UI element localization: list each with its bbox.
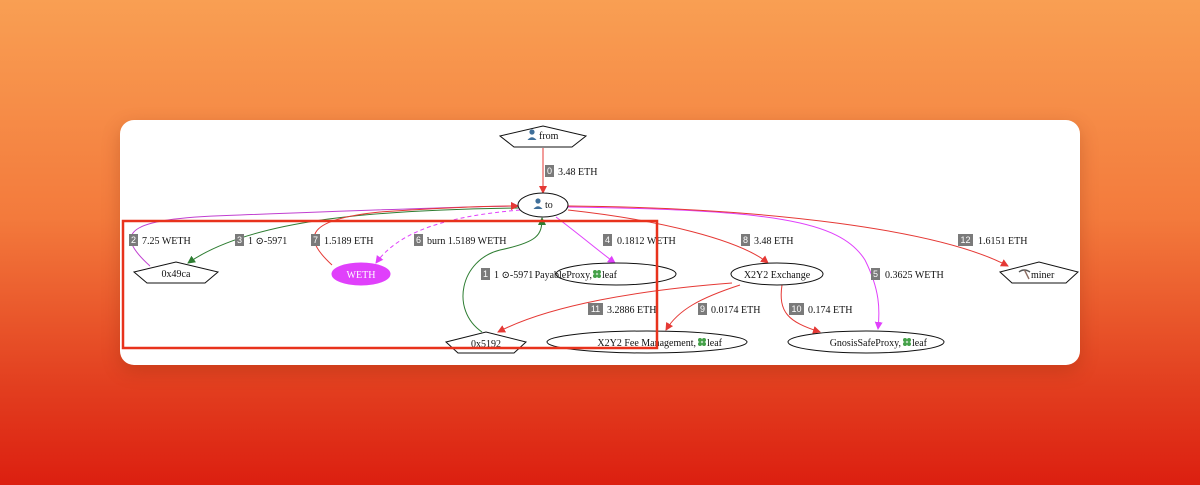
svg-text:leaf: leaf xyxy=(707,338,723,349)
svg-text:0.1812 WETH: 0.1812 WETH xyxy=(617,236,676,247)
edge-label-3: 3 1 ⊙-5971 xyxy=(235,234,287,247)
edge-label-2: 2 7.25 WETH xyxy=(129,234,191,247)
edge-label-0: 0 3.48 ETH xyxy=(545,165,597,178)
node-payable-proxy[interactable]: PayableProxy, leaf xyxy=(535,262,677,286)
svg-text:0.0174 ETH: 0.0174 ETH xyxy=(711,305,760,316)
svg-text:leaf: leaf xyxy=(912,338,928,349)
svg-text:0: 0 xyxy=(547,166,552,176)
clover-icon xyxy=(903,338,911,346)
node-miner[interactable]: miner xyxy=(998,261,1080,284)
svg-text:12: 12 xyxy=(960,235,970,245)
svg-text:from: from xyxy=(539,131,559,142)
edge-label-9: 9 0.0174 ETH xyxy=(698,303,760,316)
svg-text:1 ⊙-5971: 1 ⊙-5971 xyxy=(248,236,287,247)
edge-6 xyxy=(375,209,521,264)
svg-text:4: 4 xyxy=(605,235,610,245)
edge-label-1: 1 1 ⊙-5971 xyxy=(481,268,533,281)
svg-text:1: 1 xyxy=(483,269,488,279)
node-from[interactable]: from xyxy=(498,125,588,148)
person-icon xyxy=(527,129,537,140)
svg-text:2: 2 xyxy=(131,235,136,245)
svg-text:11: 11 xyxy=(591,304,600,314)
edge-1 xyxy=(462,217,546,333)
node-weth[interactable]: WETH xyxy=(331,262,391,286)
edge-9 xyxy=(665,284,741,331)
svg-text:5: 5 xyxy=(873,269,878,279)
svg-text:3.48 ETH: 3.48 ETH xyxy=(558,167,597,178)
graph-card: 0 3.48 ETH 2 7.25 WETH 3 1 ⊙-5971 7 1.51… xyxy=(120,120,1080,365)
svg-text:3: 3 xyxy=(237,235,242,245)
svg-text:0x49ca: 0x49ca xyxy=(162,269,191,280)
svg-text:0x5192: 0x5192 xyxy=(471,339,501,350)
svg-text:3.48 ETH: 3.48 ETH xyxy=(754,236,793,247)
svg-text:3.2886 ETH: 3.2886 ETH xyxy=(607,305,656,316)
svg-text:to: to xyxy=(545,200,553,211)
node-0x5192[interactable]: 0x5192 xyxy=(444,331,528,354)
svg-text:burn 1.5189 WETH: burn 1.5189 WETH xyxy=(427,236,507,247)
svg-text:1.6151 ETH: 1.6151 ETH xyxy=(978,236,1027,247)
svg-text:7.25 WETH: 7.25 WETH xyxy=(142,236,191,247)
node-x2y2-exchange[interactable]: X2Y2 Exchange xyxy=(730,262,824,286)
edge-12 xyxy=(567,205,1009,267)
svg-text:GnosisSafeProxy,: GnosisSafeProxy, xyxy=(830,338,901,349)
node-gnosis-safe-proxy[interactable]: GnosisSafeProxy, leaf xyxy=(787,330,945,354)
svg-text:1 ⊙-5971: 1 ⊙-5971 xyxy=(494,270,533,281)
edge-10 xyxy=(780,284,821,334)
svg-text:0.3625 WETH: 0.3625 WETH xyxy=(885,270,944,281)
clover-icon xyxy=(698,338,706,346)
svg-text:1.5189 ETH: 1.5189 ETH xyxy=(324,236,373,247)
edge-label-6: 6 burn 1.5189 WETH xyxy=(414,234,507,247)
node-to[interactable]: to xyxy=(517,192,569,218)
svg-text:leaf: leaf xyxy=(602,270,618,281)
highlight-box xyxy=(121,219,659,350)
svg-text:9: 9 xyxy=(700,304,705,314)
edge-11 xyxy=(497,282,733,333)
transaction-graph: 0 3.48 ETH 2 7.25 WETH 3 1 ⊙-5971 7 1.51… xyxy=(121,125,1080,354)
svg-text:miner: miner xyxy=(1031,270,1055,281)
edge-8 xyxy=(567,209,769,264)
svg-text:WETH: WETH xyxy=(347,270,376,281)
svg-text:8: 8 xyxy=(743,235,748,245)
clover-icon xyxy=(593,270,601,278)
edge-label-12: 12 1.6151 ETH xyxy=(958,234,1027,247)
edge-label-4: 4 0.1812 WETH xyxy=(603,234,676,247)
edge-label-10: 10 0.174 ETH xyxy=(789,303,852,316)
edge-label-8: 8 3.48 ETH xyxy=(741,234,793,247)
person-icon xyxy=(533,198,543,209)
edge-label-5: 5 0.3625 WETH xyxy=(871,268,944,281)
svg-text:0.174 ETH: 0.174 ETH xyxy=(808,305,852,316)
svg-text:7: 7 xyxy=(313,235,318,245)
svg-text:PayableProxy,: PayableProxy, xyxy=(535,270,592,281)
edge-label-11: 11 3.2886 ETH xyxy=(588,303,656,316)
svg-text:10: 10 xyxy=(791,304,801,314)
svg-text:6: 6 xyxy=(416,235,421,245)
node-x2y2-fee-management[interactable]: X2Y2 Fee Management, leaf xyxy=(546,330,748,354)
svg-text:X2Y2 Fee Management,: X2Y2 Fee Management, xyxy=(597,338,696,349)
svg-text:X2Y2 Exchange: X2Y2 Exchange xyxy=(744,270,811,281)
edge-label-7: 7 1.5189 ETH xyxy=(311,234,373,247)
node-0x49ca[interactable]: 0x49ca xyxy=(132,261,220,284)
pickaxe-icon xyxy=(1018,269,1031,280)
edge-5 xyxy=(567,206,883,330)
